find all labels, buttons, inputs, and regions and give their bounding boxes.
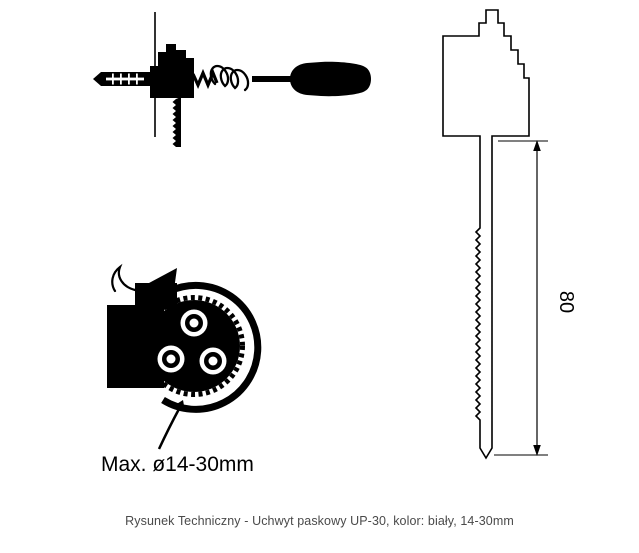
- clamp-rotation-illustration: Max. ø14-30mm: [101, 263, 262, 476]
- profile-view: 80: [442, 9, 577, 460]
- rotation-arrow-arc: [161, 281, 262, 413]
- holder-head-silhouette: [150, 44, 194, 98]
- cable-cross-sections: [157, 309, 227, 375]
- serrated-strap-small: [172, 97, 181, 147]
- installation-illustration: [93, 12, 371, 147]
- wall-plug: [93, 72, 150, 86]
- spring-coil: [209, 64, 250, 92]
- cable-core: [189, 318, 199, 328]
- strap-serration-ring: [143, 295, 245, 397]
- max-diameter-label: Max. ø14-30mm: [101, 453, 254, 476]
- cable-core: [208, 356, 218, 366]
- wall-plug-slot: [106, 77, 144, 81]
- dimension-arrowhead-bottom: [533, 445, 541, 456]
- dimension-value: 80: [555, 291, 577, 313]
- wall-plug-rib: [112, 73, 114, 85]
- screwdriver: [252, 61, 371, 97]
- dimension: 80: [494, 140, 577, 456]
- screwdriver-handle: [290, 61, 371, 97]
- wall-plug-rib: [128, 73, 130, 85]
- cable-core: [166, 354, 176, 364]
- wall-plug-rib: [136, 73, 138, 85]
- drawing-caption: Rysunek Techniczny - Uchwyt paskowy UP-3…: [125, 514, 514, 528]
- dimension-arrowhead-top: [533, 140, 541, 151]
- screwdriver-shaft: [252, 76, 292, 82]
- pointer-arrow-line: [157, 408, 181, 450]
- wall-plug-rib: [120, 73, 122, 85]
- strap-tail-curl: [111, 263, 137, 293]
- profile-outline: [442, 9, 530, 460]
- pointer-arrowhead: [172, 400, 185, 411]
- screw-thread: [191, 68, 219, 90]
- rotation-arrowhead: [149, 268, 177, 297]
